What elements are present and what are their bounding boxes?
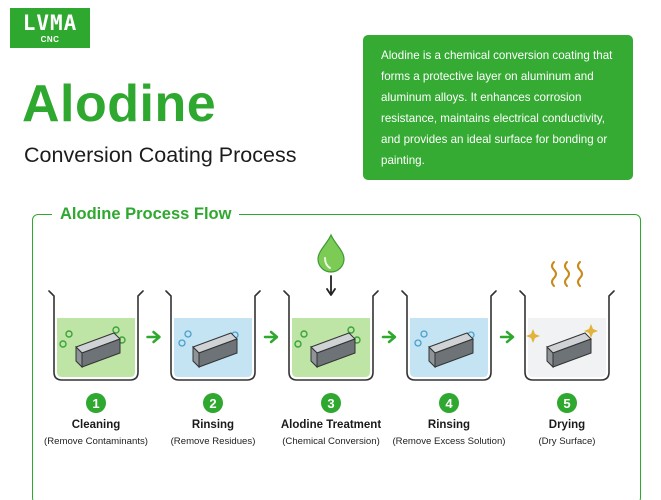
- bubble: [294, 340, 302, 348]
- step-name: Alodine Treatment: [280, 419, 382, 431]
- metal-part-front: [434, 338, 474, 368]
- step-detail: (Dry Surface): [538, 436, 596, 447]
- step-label-5: Drying (Dry Surface): [492, 418, 642, 448]
- metal-part-front: [316, 338, 356, 368]
- sparkle-icon: [584, 324, 598, 338]
- droplet-highlight: [324, 257, 331, 269]
- bubble: [184, 330, 192, 338]
- bubble: [420, 330, 428, 338]
- beaker-step-1: 1: [48, 290, 144, 413]
- bubble: [414, 339, 422, 347]
- bubble: [300, 330, 308, 338]
- page-title: Alodine: [22, 75, 217, 133]
- description-box: Alodine is a chemical conversion coating…: [363, 35, 633, 180]
- bubble: [178, 339, 186, 347]
- process-flow-frame: [32, 214, 641, 500]
- beaker-step-5: 5: [519, 290, 615, 413]
- beaker-outline: [401, 290, 497, 381]
- step-name: Rinsing: [191, 419, 235, 431]
- flow-arrow-icon: [381, 330, 397, 344]
- step-number-badge: [439, 393, 459, 413]
- heat-waves-icon: [551, 261, 557, 287]
- beaker-step-3: 3: [283, 290, 379, 413]
- bubble: [347, 326, 355, 334]
- bubble: [59, 340, 67, 348]
- step-number-badge: [203, 393, 223, 413]
- step-label-3: Alodine Treatment (Chemical Conversion): [256, 418, 406, 448]
- step-number-text: 4: [445, 396, 453, 411]
- step-label-4: Rinsing (Remove Excess Solution): [374, 418, 524, 448]
- step-name: Drying: [548, 419, 586, 431]
- down-arrow-icon: [326, 275, 336, 296]
- beaker-step-2: 2: [165, 290, 261, 413]
- step-detail: (Remove Residues): [170, 436, 256, 447]
- step-detail: (Remove Contaminants): [44, 436, 148, 447]
- metal-part-front: [81, 338, 121, 368]
- sparkle-icon: [526, 329, 540, 343]
- step-detail: (Chemical Conversion): [282, 436, 380, 447]
- process-flow-title: Alodine Process Flow: [52, 204, 240, 224]
- flow-arrow-icon: [499, 330, 515, 344]
- metal-part-front: [552, 338, 592, 368]
- step-label-1: Cleaning (Remove Contaminants): [21, 418, 171, 448]
- flow-arrow-icon: [263, 330, 279, 344]
- logo-text: LVMA: [22, 11, 78, 35]
- bubble: [65, 330, 73, 338]
- beaker-step-4: 4: [401, 290, 497, 413]
- step-number-text: 2: [209, 396, 216, 411]
- heat-waves-icon: [577, 261, 583, 287]
- step-name: Rinsing: [427, 419, 471, 431]
- step-number-badge: [86, 393, 106, 413]
- bubble: [112, 326, 120, 334]
- step-number-text: 3: [327, 396, 334, 411]
- brand-logo: LVMA CNC: [10, 8, 90, 48]
- metal-part-front: [198, 338, 238, 368]
- step-number-badge: [321, 393, 341, 413]
- logo-subtext: CNC: [40, 35, 60, 44]
- page-subtitle: Conversion Coating Process: [24, 143, 297, 167]
- beaker-outline: [283, 290, 379, 381]
- step-number-badge: [557, 393, 577, 413]
- step-number-text: 1: [92, 396, 99, 411]
- step-detail: (Remove Excess Solution): [392, 436, 506, 447]
- flow-arrow-icon: [146, 330, 161, 344]
- heat-waves-icon: [564, 261, 570, 287]
- step-label-2: Rinsing (Remove Residues): [138, 418, 288, 448]
- beaker-outline: [165, 290, 261, 381]
- beaker-outline: [48, 290, 144, 381]
- step-name: Cleaning: [71, 419, 121, 431]
- droplet-icon: [317, 233, 345, 273]
- step-number-text: 5: [563, 396, 570, 411]
- beaker-outline: [519, 290, 615, 381]
- description-text: Alodine is a chemical conversion coating…: [381, 49, 613, 167]
